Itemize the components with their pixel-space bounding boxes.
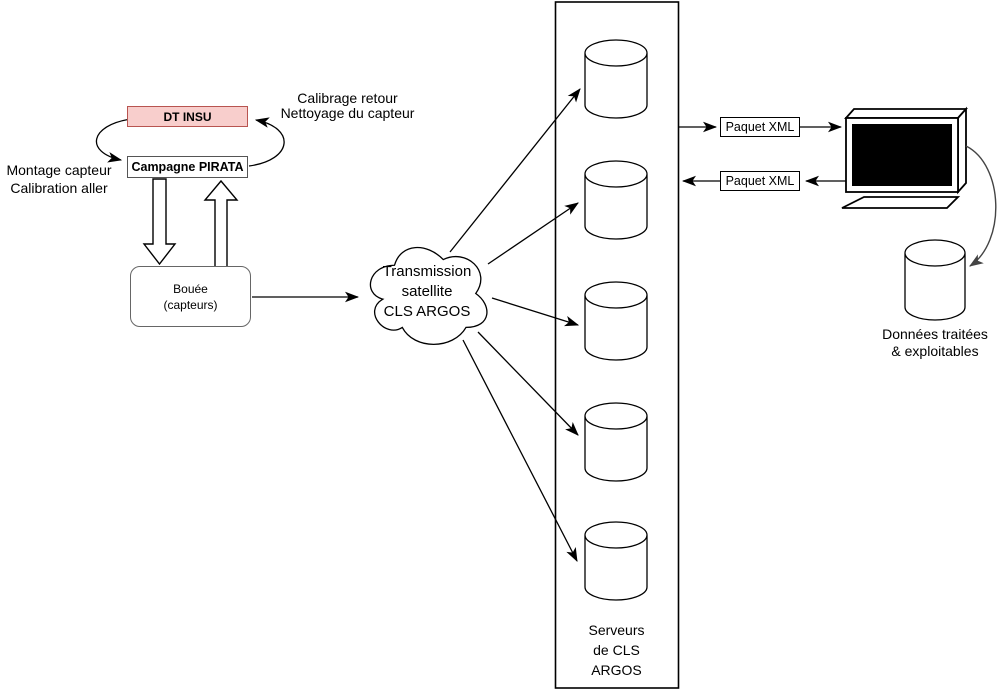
arrow-cloud-db3 bbox=[491, 297, 578, 325]
database-icon bbox=[904, 239, 966, 321]
arrow-dtinsu-campagne bbox=[95, 118, 132, 160]
block-arrow-up-icon bbox=[203, 179, 239, 268]
block-arrow-down-icon bbox=[142, 178, 177, 266]
node-paquet-xml-bottom: Paquet XML bbox=[720, 171, 800, 191]
computer-monitor-icon bbox=[841, 106, 969, 209]
arrow-cloud-db5 bbox=[462, 339, 578, 561]
monitor-side-face bbox=[957, 106, 967, 195]
keyboard-icon bbox=[841, 196, 961, 209]
node-paquet-xml-top: Paquet XML bbox=[720, 117, 800, 137]
serveurs-label: Serveurs de CLS ARGOS bbox=[588, 622, 645, 678]
node-dt-insu: DT INSU bbox=[127, 106, 248, 127]
database-icon bbox=[584, 521, 648, 601]
arrow-cloud-db1 bbox=[449, 89, 580, 253]
output-database-icon bbox=[904, 239, 966, 321]
xml-packet-arrows bbox=[678, 127, 846, 181]
cloud-label: Transmission satellite CLS ARGOS bbox=[382, 263, 472, 320]
database-icon bbox=[584, 402, 648, 482]
monitor-screen bbox=[852, 124, 952, 186]
database-icon bbox=[584, 160, 648, 240]
node-bouee: Bouée (capteurs) bbox=[130, 266, 251, 327]
node-campagne-pirata: Campagne PIRATA bbox=[127, 156, 248, 178]
arrow-campagne-dtinsu bbox=[248, 120, 285, 167]
arrow-monitor-donnees bbox=[965, 145, 997, 266]
arrow-cloud-db4 bbox=[477, 331, 578, 435]
annotation-montage: Montage capteur Calibration aller bbox=[6, 162, 112, 196]
donnees-label: Données traitées & exploitables bbox=[882, 326, 988, 359]
arrow-cloud-db2 bbox=[487, 203, 578, 265]
server-database-icons bbox=[584, 39, 648, 601]
database-icon bbox=[584, 281, 648, 361]
annotation-calibrage: Calibrage retour Nettoyage du capteur bbox=[280, 90, 415, 121]
cloud-to-server-arrows bbox=[449, 89, 580, 561]
monitor-top-face bbox=[843, 108, 969, 119]
database-icon bbox=[584, 39, 648, 119]
cloud-icon bbox=[369, 246, 488, 345]
